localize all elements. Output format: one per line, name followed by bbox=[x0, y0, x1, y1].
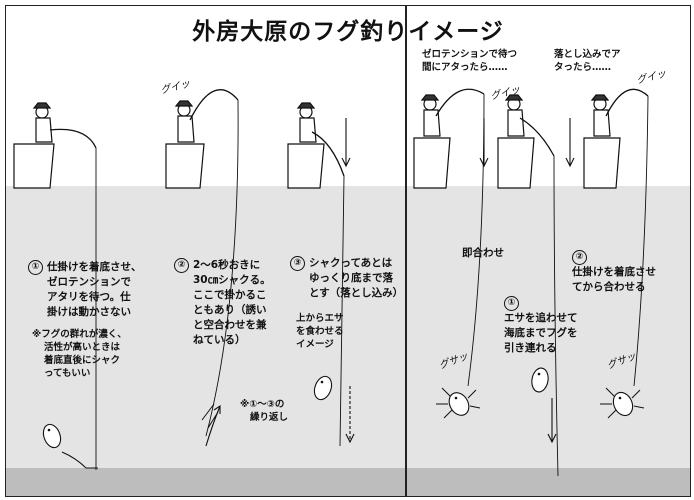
boat-5 bbox=[497, 137, 535, 189]
line-3 bbox=[339, 175, 345, 447]
angler-3-body bbox=[299, 117, 317, 143]
right-step-1-number: ① bbox=[504, 296, 519, 311]
angler-6-body bbox=[593, 109, 611, 137]
rod-6 bbox=[605, 88, 649, 117]
fish-3 bbox=[448, 392, 470, 416]
arrow-up bbox=[205, 405, 221, 447]
line-4 bbox=[467, 93, 485, 387]
burst-1 bbox=[436, 387, 481, 419]
step-3-number: ③ bbox=[290, 256, 305, 271]
line-5 bbox=[553, 155, 559, 477]
step-2-number: ② bbox=[174, 258, 189, 273]
note-text: ※フグの群れが濃く、 活性が高いときは 着底直後にシャク ってもいい bbox=[32, 329, 127, 379]
boat-3 bbox=[287, 143, 325, 189]
repeat-note: ※①～③の 繰り返し bbox=[240, 399, 289, 423]
right-step-1-text: ① エサを追わせて 海底までフグを 引き連れる bbox=[504, 296, 578, 354]
angler-4-body bbox=[423, 109, 441, 137]
angler-1-body bbox=[35, 117, 53, 143]
fish-4 bbox=[531, 367, 549, 393]
fish-1 bbox=[42, 423, 62, 449]
boat-6 bbox=[583, 137, 621, 189]
rod-4 bbox=[435, 88, 485, 117]
angler-2-body bbox=[177, 115, 195, 143]
boat-1 bbox=[13, 143, 55, 189]
water-area bbox=[6, 186, 690, 496]
line-6 bbox=[633, 95, 649, 387]
zero-tension-caption: ゼロテンションで待つ 間にアタったら…… bbox=[422, 49, 518, 73]
immediate-hook-label: 即合わせ bbox=[462, 247, 504, 259]
illustration-layer bbox=[13, 88, 649, 477]
line-2 bbox=[205, 99, 239, 437]
rod-3 bbox=[311, 131, 345, 177]
rod-2 bbox=[189, 89, 239, 121]
boat-2 bbox=[165, 143, 205, 189]
angler-5-body bbox=[507, 109, 525, 137]
burst-2 bbox=[600, 387, 645, 419]
rod-5 bbox=[519, 117, 555, 157]
rig-2 bbox=[201, 403, 219, 429]
panel-divider bbox=[405, 6, 407, 496]
fish-2 bbox=[313, 375, 333, 401]
boat-4 bbox=[413, 137, 451, 189]
step-1-number: ① bbox=[28, 260, 43, 275]
right-step-2-number: ② bbox=[572, 250, 587, 265]
right-step-2-text: ② 仕掛けを着底させ てから合わせる bbox=[572, 250, 656, 293]
bait-image-text: 上からエサ を食わせる イメージ bbox=[296, 313, 344, 350]
rod-1 bbox=[49, 128, 97, 149]
diagram-title: 外房大原のフグ釣りイメージ bbox=[192, 19, 504, 45]
fish-5 bbox=[612, 391, 634, 417]
rig-1 bbox=[61, 451, 98, 469]
drop-caption: 落とし込みでア タったら…… bbox=[554, 49, 621, 73]
seabed bbox=[6, 468, 690, 496]
